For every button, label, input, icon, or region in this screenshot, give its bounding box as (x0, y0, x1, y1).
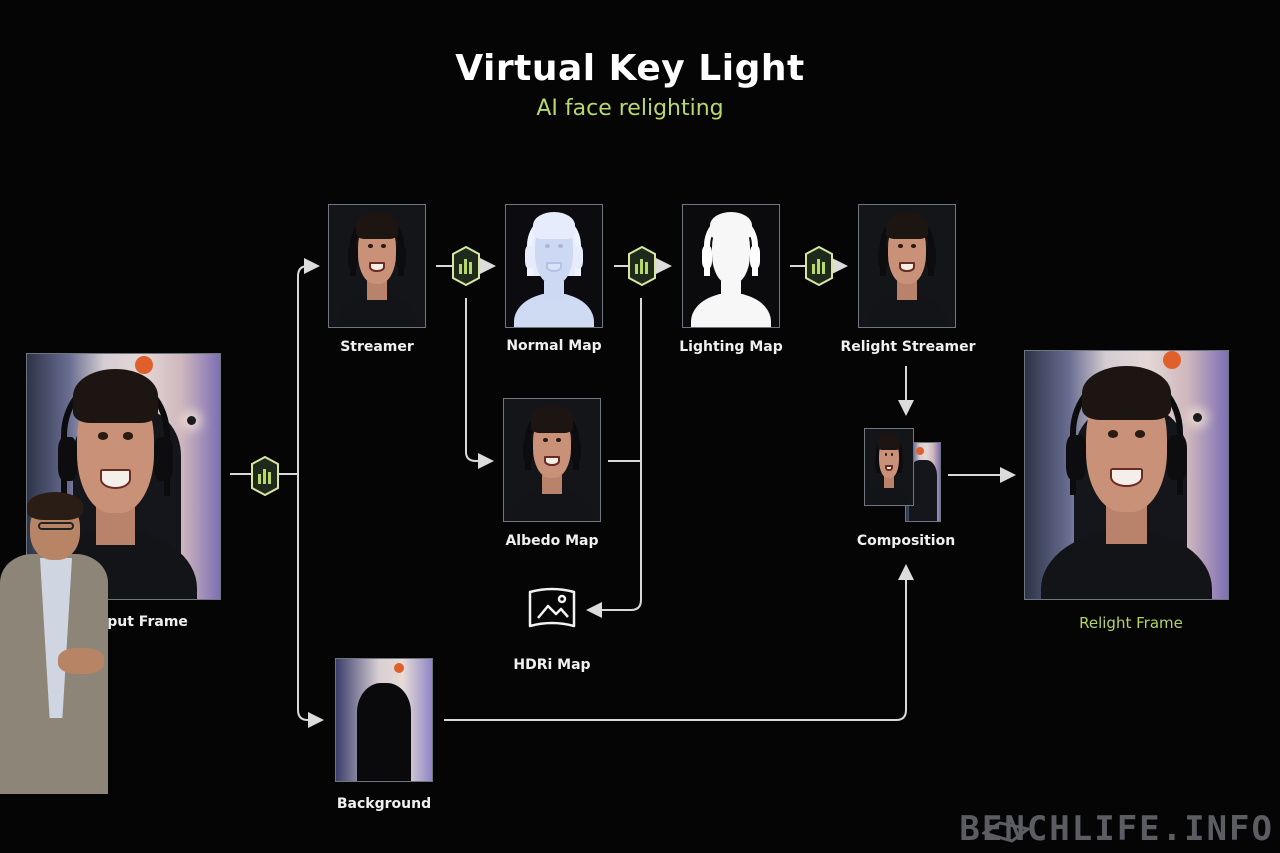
albedo-map-image (503, 398, 601, 522)
presenter-photo (0, 492, 120, 794)
lighting-map-image (682, 204, 780, 328)
input-frame-label: Input Frame (92, 614, 188, 630)
normal-map-image (505, 204, 603, 328)
streamer-image (328, 204, 426, 328)
relight-streamer-image (858, 204, 956, 328)
connector-hdri-vertical (586, 298, 642, 618)
connector-streamer-albedo (465, 298, 494, 469)
benchlife-logo-icon (982, 821, 1030, 843)
albedo-map-label: Albedo Map (505, 533, 599, 549)
relight-streamer-label: Relight Streamer (840, 339, 976, 355)
background-label: Background (336, 796, 432, 812)
normal-map-label: Normal Map (506, 338, 602, 354)
connector-split-down (297, 474, 324, 728)
lighting-map-label: Lighting Map (679, 339, 783, 355)
panorama-icon (528, 587, 576, 628)
composition-label: Composition (856, 533, 956, 549)
watermark: BENCHLIFE.INFO (959, 809, 1274, 849)
composition-streamer-layer (864, 428, 914, 506)
background-image (335, 658, 433, 782)
page-title: Virtual Key Light (455, 48, 805, 89)
page-subtitle: AI face relighting (536, 96, 724, 121)
connector-background-composition (444, 564, 914, 721)
streamer-label: Streamer (340, 339, 414, 355)
ai-chip-icon (628, 246, 656, 286)
relight-frame-image (1024, 350, 1229, 600)
connector-split-vertical (297, 258, 320, 474)
relight-frame-label: Relight Frame (1079, 614, 1183, 632)
ai-chip-icon (805, 246, 833, 286)
ai-chip-icon (452, 246, 480, 286)
input-frame-image (26, 353, 221, 600)
hdri-map-label: HDRi Map (513, 657, 591, 673)
ai-chip-icon (251, 456, 279, 496)
